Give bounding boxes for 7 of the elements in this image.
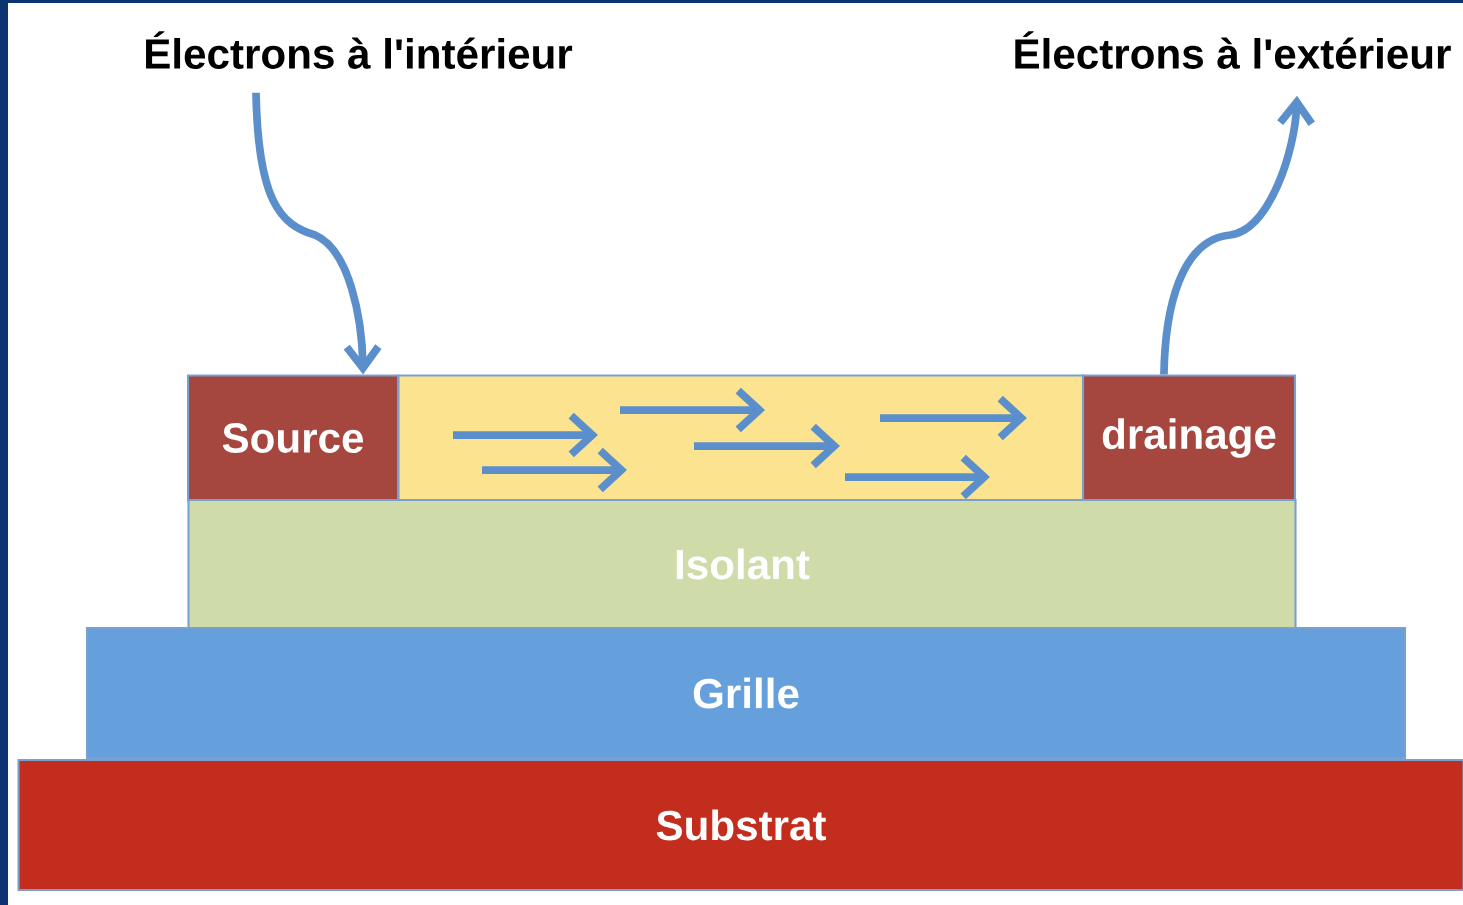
layer-box: Substrat (17, 758, 1463, 892)
layer-box: Isolant (187, 498, 1297, 630)
layer-box: Grille (85, 626, 1407, 760)
layer-box: Source (186, 374, 400, 502)
heading-label: Électrons à l'extérieur (1015, 31, 1451, 69)
heading-label: Électrons à l'intérieur (146, 31, 573, 69)
layer-box: drainage (1081, 374, 1297, 502)
